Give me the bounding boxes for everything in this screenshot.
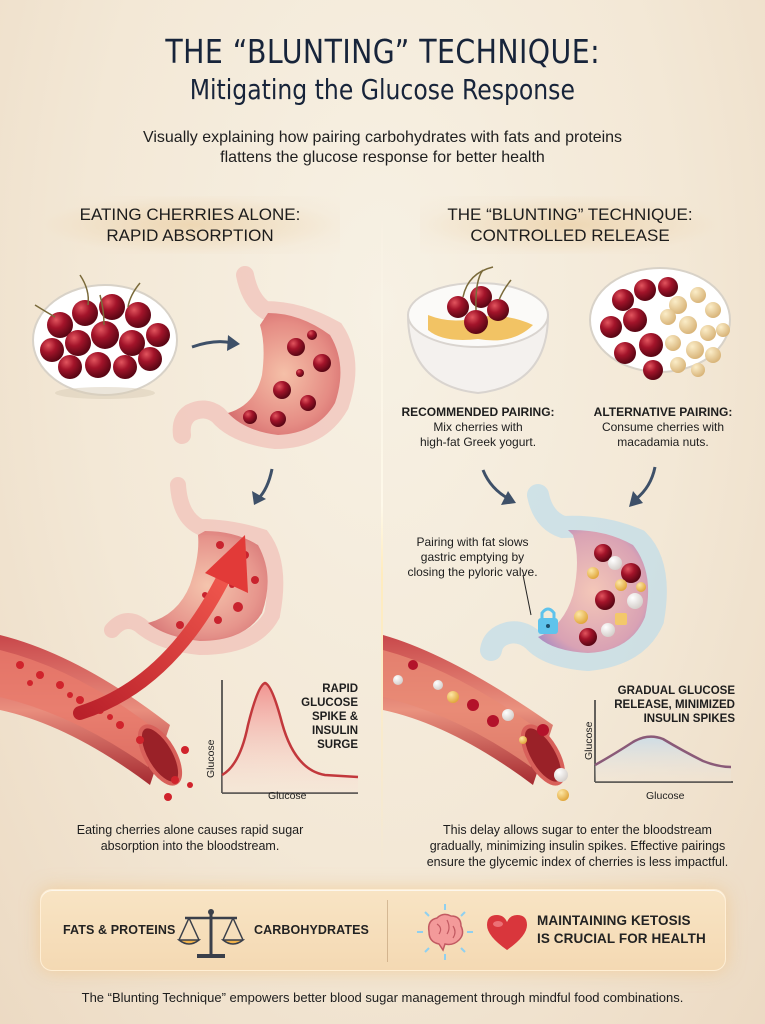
heading-line: THE “BLUNTING” TECHNIQUE: [447,205,693,224]
left-panel-heading: EATING CHERRIES ALONE: RAPID ABSORPTION [40,196,340,254]
ketosis-message-line: MAINTAINING KETOSIS [537,913,691,928]
right-caption: This delay allows sugar to enter the blo… [405,822,750,870]
cherry-bowl-icon [32,274,178,399]
intro-line: Visually explaining how pairing carbohyd… [142,129,623,146]
recommended-pairing: RECOMMENDED PAIRING: Mix cherries with h… [398,405,558,450]
panel-divider [381,200,383,880]
left-y-axis-label: Glucose [205,739,217,778]
chart-label-line: GRADUAL GLUCOSE [617,685,735,697]
fats-proteins-label: FATS & PROTEINS [63,923,176,937]
ketosis-message-line: IS CRUCIAL FOR HEALTH [537,931,706,946]
page-title: THE “BLUNTING” TECHNIQUE: [165,32,600,71]
caption-line: absorption into the bloodstream. [100,839,280,853]
arrow-icon [191,340,233,349]
chart-label-line: SURGE [317,739,358,751]
arrow-icon [256,468,274,501]
left-illustration [0,266,359,801]
chart-label-line: SPIKE & [311,711,358,723]
recommended-title: RECOMMENDED PAIRING: [401,405,555,419]
right-panel-heading: THE “BLUNTING” TECHNIQUE: CONTROLLED REL… [420,196,720,254]
heading-line: CONTROLLED RELEASE [470,226,670,245]
valve-note-line: closing the pyloric valve. [407,565,538,579]
summary-banner: FATS & PROTEINS CARBOHYDRATES MAINTAININ… [40,889,726,971]
chart-label-line: GLUCOSE [301,697,358,709]
arrow-icon [635,466,657,501]
right-illustration [383,266,733,801]
left-chart-label: RAPID GLUCOSE SPIKE & INSULIN SURGE [272,682,358,752]
stomach-icon [480,484,667,672]
macadamia-bowl-icon [589,267,731,380]
caption-line: Eating cherries alone causes rapid sugar [76,823,304,837]
chart-label-line: RAPID [322,683,358,695]
chart-label-line: RELEASE, MINIMIZED [614,699,735,711]
balance-scale-icon [177,909,245,958]
left-caption: Eating cherries alone causes rapid sugar… [40,822,340,854]
absorption-arrow-icon [73,568,232,720]
valve-note-line: Pairing with fat slows [416,535,529,549]
right-x-axis-label: Glucose [646,790,685,802]
lock-icon [538,607,558,634]
title-block: THE “BLUNTING” TECHNIQUE: Mitigating the… [0,32,765,106]
ketosis-message: MAINTAINING KETOSIS IS CRUCIAL FOR HEALT… [537,912,706,948]
heading-line: EATING CHERRIES ALONE: [79,205,301,224]
banner-divider [387,900,388,962]
alternative-title: ALTERNATIVE PAIRING: [593,405,733,419]
right-chart-label: GRADUAL GLUCOSE RELEASE, MINIMIZED INSUL… [590,684,735,726]
footer-text: The “Blunting Technique” empowers better… [81,990,684,1005]
pyloric-valve-note: Pairing with fat slows gastric emptying … [400,535,545,580]
chart-label-line: INSULIN [312,725,358,737]
caption-line: gradually, minimizing insulin spikes. Ef… [429,839,726,853]
intro-line: flattens the glucose response for better… [220,149,545,166]
stomach-icon [172,266,356,450]
caption-line: This delay allows sugar to enter the blo… [443,823,712,837]
alternative-line: macadamia nuts. [617,435,709,449]
brain-icon [417,904,473,960]
gradual-glucose-chart [594,700,733,783]
glucose-spike-chart [221,680,359,794]
carbohydrates-label: CARBOHYDRATES [254,923,369,937]
heart-icon [487,915,527,950]
yogurt-bowl-icon [406,266,550,395]
intro-text: Visually explaining how pairing carbohyd… [60,128,705,168]
recommended-line: high-fat Greek yogurt. [419,435,537,449]
chart-label-line: INSULIN SPIKES [643,713,735,725]
right-y-axis-label: Glucose [583,721,595,760]
alternative-line: Consume cherries with [601,420,725,434]
caption-line: ensure the glycemic index of cherries is… [426,855,729,869]
recommended-line: Mix cherries with [433,420,523,434]
page-subtitle: Mitigating the Glucose Response [189,73,576,106]
heading-line: RAPID ABSORPTION [106,226,274,245]
alternative-pairing: ALTERNATIVE PAIRING: Consume cherries wi… [583,405,743,450]
valve-note-line: gastric emptying by [420,550,525,564]
left-x-axis-label: Glucose [268,790,307,802]
blood-vessel-icon [383,635,569,801]
